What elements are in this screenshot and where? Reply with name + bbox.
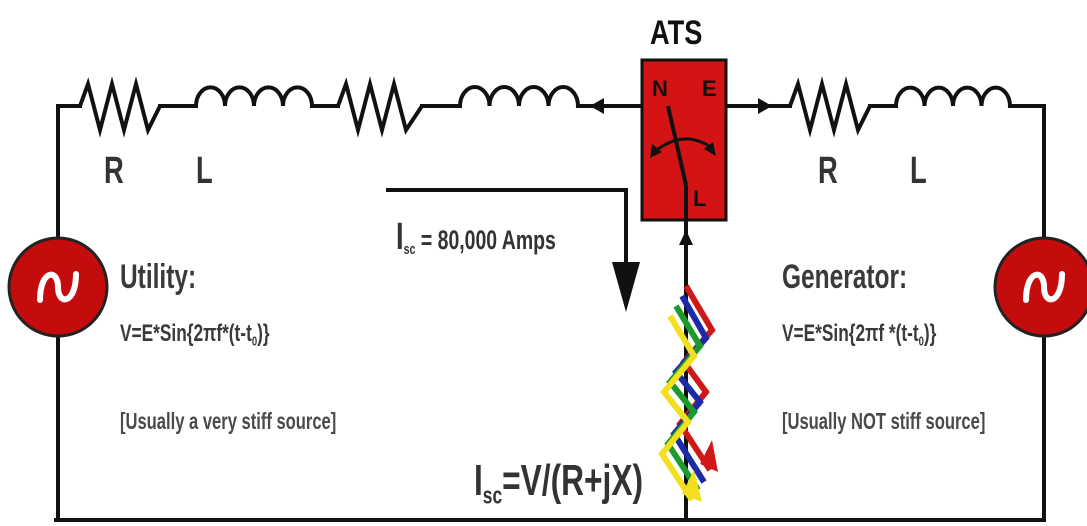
- generator-note: [Usually NOT stiff source]: [782, 408, 986, 434]
- utility-title: Utility:: [120, 258, 197, 296]
- generator-inductor-icon: [894, 85, 1012, 107]
- utility-note: [Usually a very stiff source]: [120, 408, 337, 434]
- utility-formula: V=E*Sin{2πf*(t-t0)}: [120, 320, 270, 349]
- generator-current-arrow: [758, 98, 772, 114]
- generator-resistor-label: R: [818, 150, 838, 192]
- utility-resistor-icon: [78, 76, 162, 138]
- utility-resistor-label: R: [104, 150, 124, 192]
- line-resistor-icon: [336, 76, 424, 138]
- utility-source-icon: [7, 236, 109, 338]
- generator-title: Generator:: [782, 258, 908, 296]
- generator-resistor-icon: [788, 76, 872, 138]
- line-inductor-icon: [458, 85, 580, 107]
- load-arrow: [679, 230, 693, 245]
- utility-inductor-label: L: [196, 150, 213, 192]
- ats-title: ATS: [650, 14, 703, 52]
- ats-load-label: L: [693, 186, 707, 211]
- ats-emergency-label: E: [702, 76, 717, 101]
- fault-current-label: Isc = 80,000 Amps: [396, 216, 556, 259]
- fault-bolt-icon: [658, 284, 718, 502]
- ats-switch: [640, 58, 728, 232]
- utility-current-arrow: [590, 98, 604, 114]
- utility-inductor-icon: [194, 85, 314, 107]
- generator-source-icon: [993, 236, 1087, 338]
- generator-formula: V=E*Sin{2πf *(t-t0)}: [782, 320, 937, 349]
- fault-current-arrow: [386, 188, 640, 312]
- ats-normal-label: N: [652, 76, 668, 101]
- generator-inductor-label: L: [910, 150, 927, 192]
- fault-formula: Isc=V/(R+jX): [474, 456, 644, 510]
